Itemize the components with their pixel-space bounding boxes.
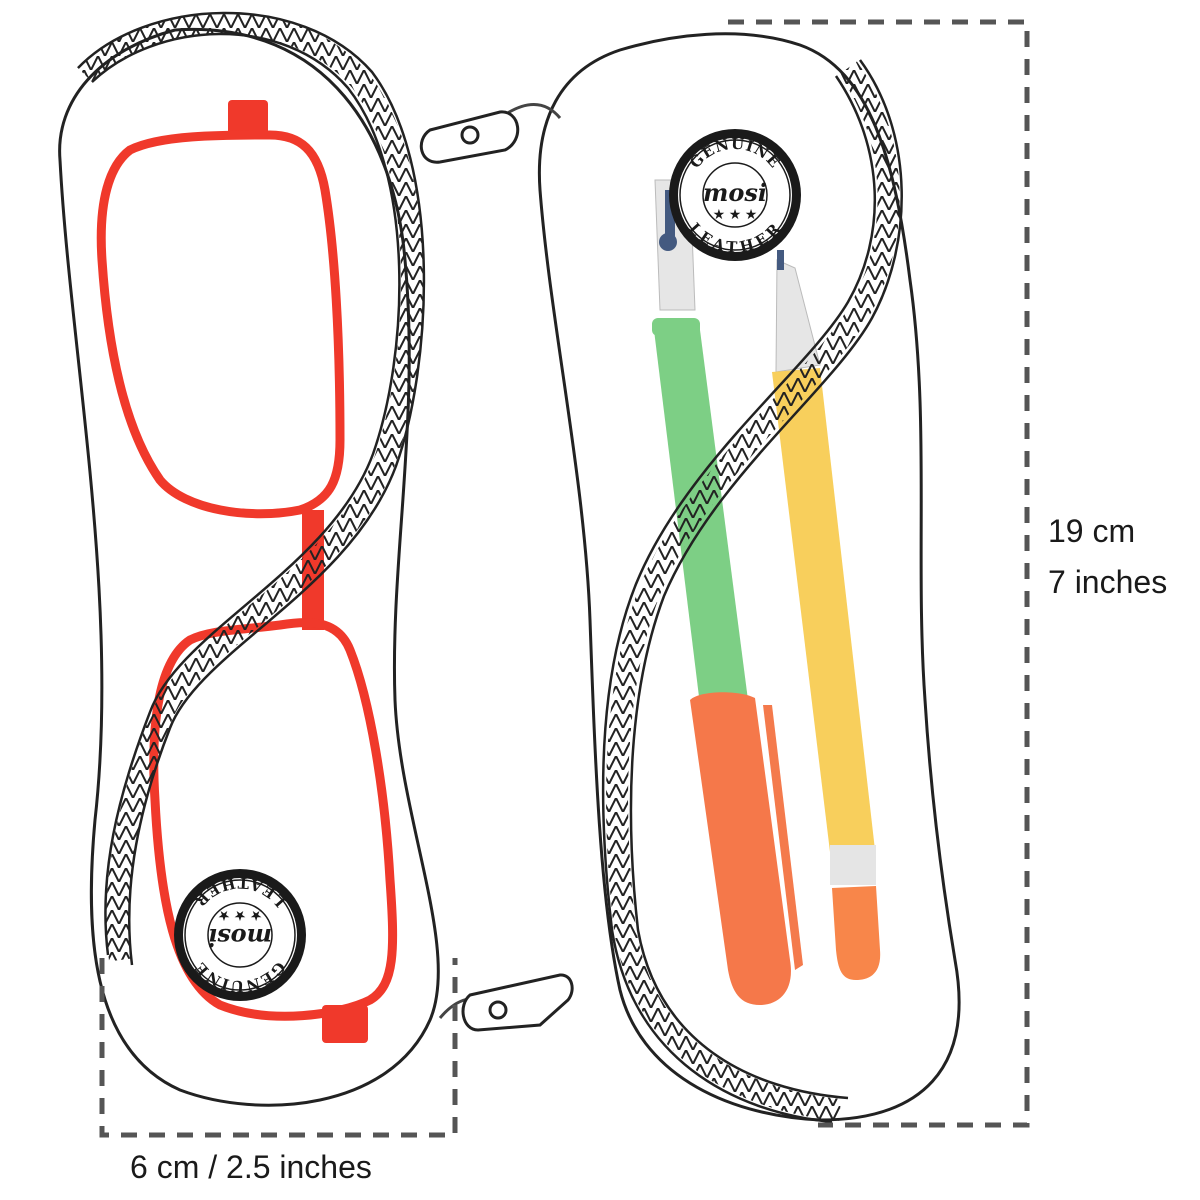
stamp-right-stars: ★ ★ ★: [713, 208, 758, 223]
glasses-lens-bottom: [149, 618, 398, 1021]
glasses-lens-top: [96, 130, 345, 519]
height-cm-label: 19 cm: [1048, 513, 1135, 549]
right-pen-case: [419, 32, 961, 1124]
glasses-temple-bottom: [322, 1005, 368, 1043]
stamp-left-stars: ★ ★ ★: [218, 907, 263, 922]
stamp-left-brand: mosi: [208, 923, 272, 952]
left-zipper-pull: [438, 973, 574, 1032]
stamp-left: GENUINE LEATHER mosi ★ ★ ★: [174, 869, 306, 1001]
right-zipper-edge-inner: [601, 75, 876, 1124]
left-zipper-edge-outer: [77, 11, 426, 966]
right-zipper-track: [606, 61, 900, 1121]
stamp-right: GENUINE LEATHER mosi ★ ★ ★: [669, 129, 801, 261]
left-glasses-case: [58, 11, 574, 1107]
width-label: 6 cm / 2.5 inches: [130, 1149, 372, 1185]
width-dimension: [99, 958, 458, 1138]
stamp-right-brand: mosi: [703, 178, 767, 207]
right-zipper-edge-outer: [629, 59, 903, 1100]
right-zipper-pull: [419, 103, 562, 164]
height-dimension: [728, 19, 1030, 1128]
height-in-label: 7 inches: [1048, 564, 1167, 600]
glasses-temple-top: [228, 100, 268, 135]
left-zipper-edge-inner: [91, 32, 401, 956]
left-zipper-track: [77, 12, 424, 962]
yellow-pencil: [772, 250, 881, 980]
